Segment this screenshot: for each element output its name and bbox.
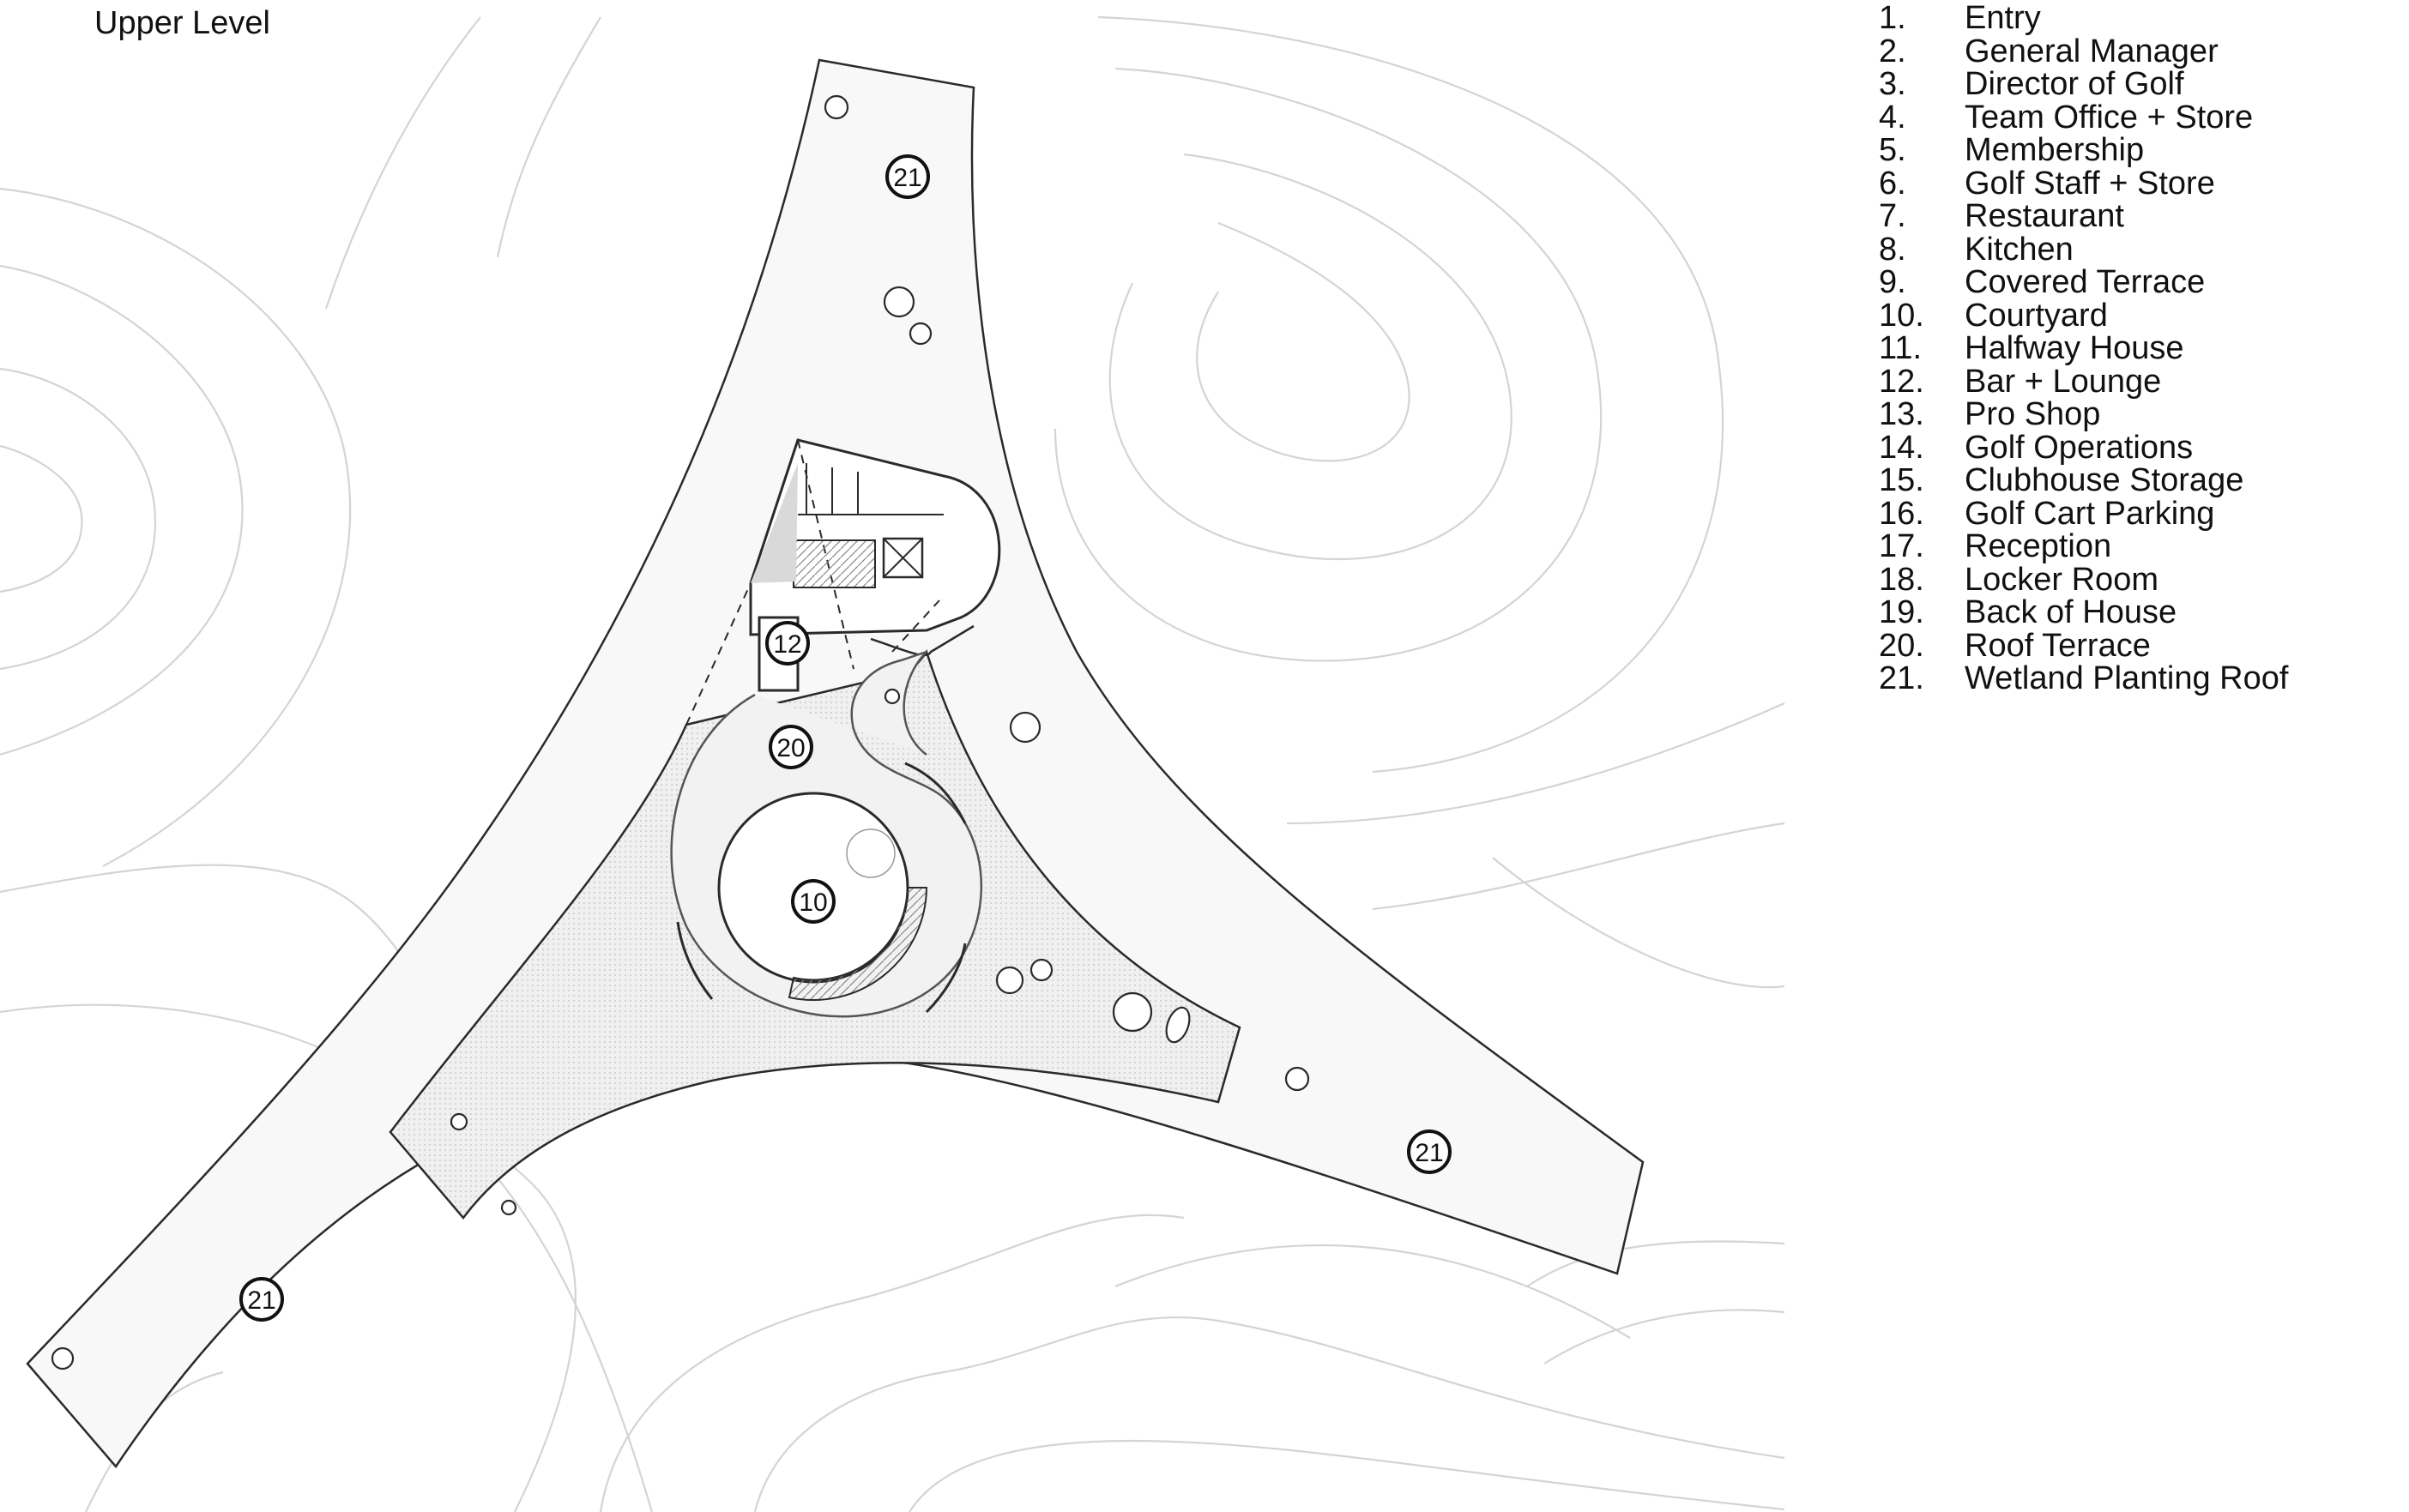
legend-number: 18. xyxy=(1879,561,1924,598)
room-tag-label: 10 xyxy=(799,889,827,917)
legend-number: 10. xyxy=(1879,297,1924,334)
room-tag-wetland-north: 21 xyxy=(885,154,930,199)
legend-number: 7. xyxy=(1879,198,1906,234)
legend-number: 11. xyxy=(1879,330,1923,366)
legend-number: 1. xyxy=(1879,0,1906,36)
room-tag-label: 21 xyxy=(247,1286,275,1315)
room-tag-bar-lounge: 12 xyxy=(765,621,810,666)
legend-number: 4. xyxy=(1879,99,1906,136)
room-tag-label: 21 xyxy=(1415,1139,1443,1167)
legend-label: Reception xyxy=(1965,528,2112,564)
legend-number: 15. xyxy=(1879,462,1924,498)
spiral-stair xyxy=(788,887,928,1002)
legend-number: 19. xyxy=(1879,594,1924,630)
legend-number: 8. xyxy=(1879,231,1906,268)
legend-item: 19. Back of House xyxy=(1879,596,2288,629)
legend-item: 18. Locker Room xyxy=(1879,563,2288,597)
skylights xyxy=(51,94,1310,1370)
legend-label: Membership xyxy=(1965,132,2145,168)
legend-label: Courtyard xyxy=(1965,297,2108,334)
legend-label: Roof Terrace xyxy=(1965,627,2151,664)
plan-title: Upper Level xyxy=(94,5,270,41)
legend-item: 1. Entry xyxy=(1879,2,2288,35)
legend-label: Locker Room xyxy=(1965,561,2158,598)
stair-volume xyxy=(793,539,876,588)
legend-label: Golf Operations xyxy=(1965,429,2194,466)
legend-label: Director of Golf xyxy=(1965,66,2184,102)
legend-item: 10. Courtyard xyxy=(1879,297,2288,334)
legend-item: 15. Clubhouse Storage xyxy=(1879,464,2288,497)
legend-item: 17. Reception xyxy=(1879,530,2288,563)
legend-number: 2. xyxy=(1879,33,1906,69)
legend-item: 12. Bar + Lounge xyxy=(1879,363,2288,400)
room-tag-label: 20 xyxy=(776,734,805,762)
restroom-partitions xyxy=(798,463,944,515)
legend-label: Golf Cart Parking xyxy=(1965,495,2215,532)
legend-label: General Manager xyxy=(1965,33,2219,69)
legend-number: 6. xyxy=(1879,165,1906,202)
legend-number: 13. xyxy=(1879,396,1924,432)
legend-item: 4. Team Office + Store xyxy=(1879,99,2288,136)
legend-number: 3. xyxy=(1879,66,1906,102)
legend-label: Halfway House xyxy=(1965,330,2184,366)
legend-number: 9. xyxy=(1879,264,1906,300)
legend-item: 20. Roof Terrace xyxy=(1879,629,2288,663)
room-tag-wetland-southwest: 21 xyxy=(239,1277,284,1322)
room-tag-roof-terrace: 20 xyxy=(769,725,813,769)
legend-item: 13. Pro Shop xyxy=(1879,398,2288,431)
room-tag-courtyard: 10 xyxy=(791,879,836,924)
legend-label: Clubhouse Storage xyxy=(1965,462,2244,498)
curved-glass-panels xyxy=(676,762,967,1014)
legend-label: Bar + Lounge xyxy=(1965,363,2162,400)
legend-number: 21. xyxy=(1879,660,1924,696)
legend-number: 12. xyxy=(1879,363,1924,400)
room-tag-label: 12 xyxy=(773,630,801,659)
legend-item: 14. Golf Operations xyxy=(1879,431,2288,465)
legend-number: 20. xyxy=(1879,627,1924,664)
legend-number: 16. xyxy=(1879,495,1924,532)
legend-label: Golf Staff + Store xyxy=(1965,165,2215,202)
legend-item: 6. Golf Staff + Store xyxy=(1879,165,2288,202)
legend-item: 9. Covered Terrace xyxy=(1879,266,2288,299)
legend-item: 16. Golf Cart Parking xyxy=(1879,497,2288,531)
legend-item: 2. General Manager xyxy=(1879,33,2288,69)
legend-number: 14. xyxy=(1879,429,1924,466)
legend-item: 11. Halfway House xyxy=(1879,332,2288,365)
legend-item: 21. Wetland Planting Roof xyxy=(1879,662,2288,696)
legend-label: Restaurant xyxy=(1965,198,2124,234)
legend-label: Pro Shop xyxy=(1965,396,2101,432)
legend-label: Team Office + Store xyxy=(1965,99,2254,136)
legend-label: Kitchen xyxy=(1965,231,2074,268)
legend-item: 5. Membership xyxy=(1879,134,2288,167)
legend-label: Wetland Planting Roof xyxy=(1965,660,2289,696)
room-tag-wetland-east: 21 xyxy=(1407,1129,1452,1174)
upper-level-floor-plan: 21 12 20 10 21 21 xyxy=(0,15,1785,1512)
legend-label: Entry xyxy=(1965,0,2041,36)
room-tag-label: 21 xyxy=(893,164,921,192)
legend-item: 7. Restaurant xyxy=(1879,200,2288,233)
legend-item: 8. Kitchen xyxy=(1879,231,2288,268)
legend-item: 3. Director of Golf xyxy=(1879,68,2288,101)
courtyard-tree xyxy=(846,828,896,878)
legend-number: 5. xyxy=(1879,132,1906,168)
legend-label: Covered Terrace xyxy=(1965,264,2206,300)
room-legend: 1. Entry 2. General Manager 3. Director of Go… xyxy=(1879,2,2288,696)
core-lobby-shading xyxy=(751,463,798,583)
legend-number: 17. xyxy=(1879,528,1924,564)
legend-label: Back of House xyxy=(1965,594,2177,630)
